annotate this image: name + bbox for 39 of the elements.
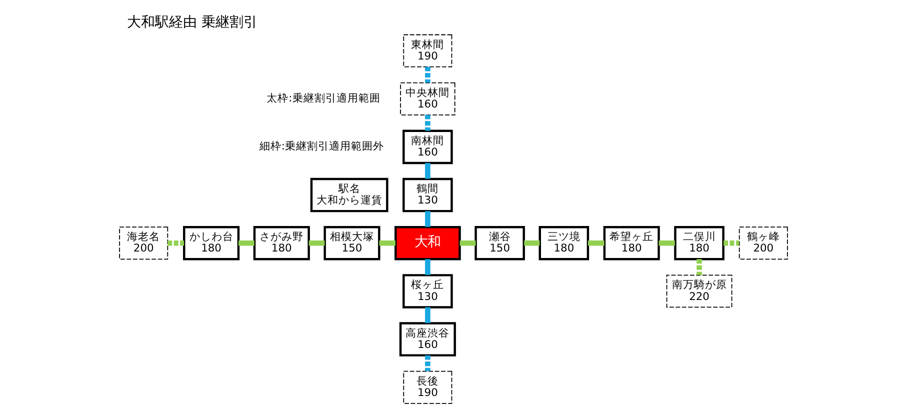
- connector: [424, 211, 430, 227]
- connector: [424, 307, 430, 324]
- connector: [167, 240, 184, 246]
- connector: [424, 66, 430, 83]
- node-box: 南万騎が原 220: [666, 274, 732, 308]
- connector: [587, 240, 604, 246]
- connector: [658, 240, 674, 246]
- node-box: かしわ台 180: [182, 226, 240, 260]
- node-box: 南林間 160: [402, 130, 452, 164]
- node-box: 希望ヶ丘 180: [602, 226, 660, 260]
- node-box: 鶴間 130: [402, 178, 452, 212]
- node-box: 大和: [394, 226, 460, 260]
- connector: [378, 240, 395, 246]
- node-box: 相模大塚 150: [323, 226, 380, 260]
- connector: [723, 240, 739, 246]
- node-box: 中央林間 160: [400, 82, 455, 116]
- connector: [424, 259, 430, 275]
- connector: [238, 240, 254, 246]
- label: 細枠:乗継割引適用範囲外: [258, 140, 384, 153]
- connector: [424, 163, 430, 179]
- node-box: 海老名 200: [118, 226, 168, 260]
- node-box: 鶴ヶ峰 200: [738, 226, 788, 260]
- node-box: 二俣川 180: [674, 226, 724, 260]
- node-box: 桜ヶ丘 130: [402, 274, 452, 308]
- diagram-title: 大和駅経由 乗継割引: [126, 14, 257, 31]
- connector: [459, 240, 476, 246]
- connector: [696, 259, 702, 275]
- node-box: さがみ野 180: [252, 226, 310, 260]
- connector: [308, 240, 324, 246]
- connector: [524, 240, 540, 246]
- label: 太枠:乗継割引適用範囲: [266, 92, 380, 105]
- node-box: 駅名 大和から運賃: [310, 178, 388, 212]
- node-box: 瀬谷 150: [474, 226, 524, 260]
- connector: [424, 114, 430, 131]
- node-box: 東林間 190: [402, 34, 452, 68]
- node-box: 三ツ境 180: [538, 226, 589, 260]
- connector: [424, 355, 430, 372]
- node-box: 長後 190: [402, 370, 452, 404]
- node-box: 高座渋谷 160: [398, 322, 456, 356]
